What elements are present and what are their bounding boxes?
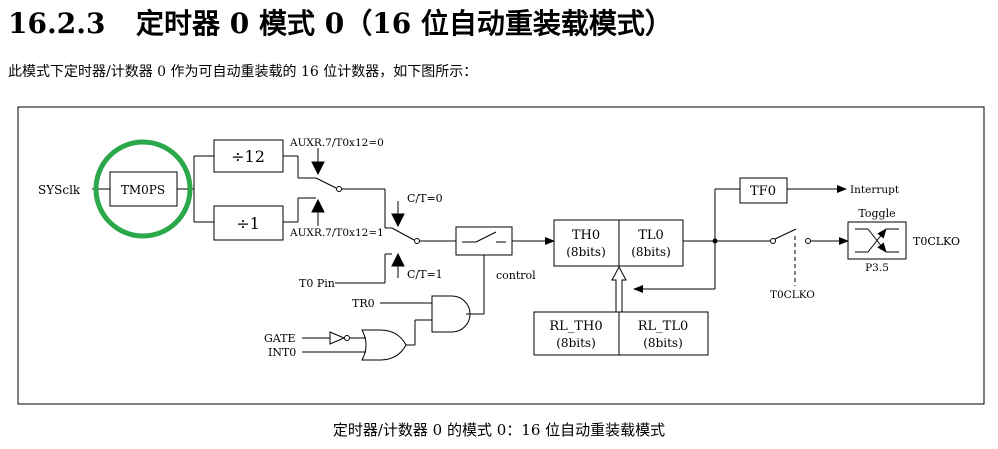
rl-th0-label: RL_TH0 (549, 319, 602, 334)
tl0-register (618, 219, 684, 267)
rl-tl0-bits-label: (8bits) (643, 336, 683, 350)
rl-th0-bits-label: (8bits) (556, 336, 596, 350)
tm0ps-highlight-circle (93, 139, 193, 239)
rl-tl0-register (618, 311, 709, 356)
interrupt-label: Interrupt (850, 184, 900, 196)
control-label: control (496, 269, 536, 282)
t0clko-output-label: T0CLKO (913, 235, 960, 248)
intro-paragraph: 此模式下定时器/计数器 0 作为可自动重装载的 16 位计数器，如下图所示： (8, 64, 478, 80)
control-switch-box (455, 226, 513, 256)
auxr-t0x12-0-label: AUXR.7/T0x12=0 (289, 137, 384, 149)
auxr-t0x12-1-label: AUXR.7/T0x12=1 (289, 227, 384, 239)
th0-bits-label: (8bits) (566, 245, 606, 259)
section-heading: 16.2.3 定时器 0 模式 0（16 位自动重装载模式） (8, 6, 673, 42)
tl0-bits-label: (8bits) (631, 245, 671, 259)
rl-tl0-label: RL_TL0 (638, 319, 689, 334)
ct0-label: C/T=0 (407, 192, 443, 205)
toggle-label: Toggle (858, 207, 895, 220)
div1-box (213, 205, 284, 241)
figure-caption: 定时器/计数器 0 的模式 0：16 位自动重装载模式 (332, 421, 666, 439)
t0-pin-label: T0 Pin (299, 277, 335, 290)
th0-register (553, 219, 620, 267)
p35-label: P3.5 (865, 262, 889, 274)
section-number: 16.2.3 (8, 7, 106, 40)
tm0ps-label: TM0PS (121, 183, 165, 197)
div12-label: ÷12 (231, 147, 265, 166)
th0-label: TH0 (572, 228, 600, 243)
section-title: 定时器 0 模式 0（16 位自动重装载模式） (136, 7, 673, 40)
tf0-box (739, 177, 788, 204)
gate-label: GATE (264, 332, 296, 345)
int0-label: INT0 (268, 346, 296, 359)
div1-label: ÷1 (236, 214, 260, 233)
diagram-frame (17, 106, 985, 405)
toggle-box (847, 221, 907, 260)
tr0-label: TR0 (352, 297, 375, 310)
tl0-label: TL0 (638, 228, 664, 243)
sysclk-label: SYSclk (38, 183, 81, 197)
ct1-label: C/T=1 (407, 268, 443, 281)
t0clko-switch-label: T0CLKO (770, 289, 815, 301)
tf0-label: TF0 (750, 184, 776, 199)
